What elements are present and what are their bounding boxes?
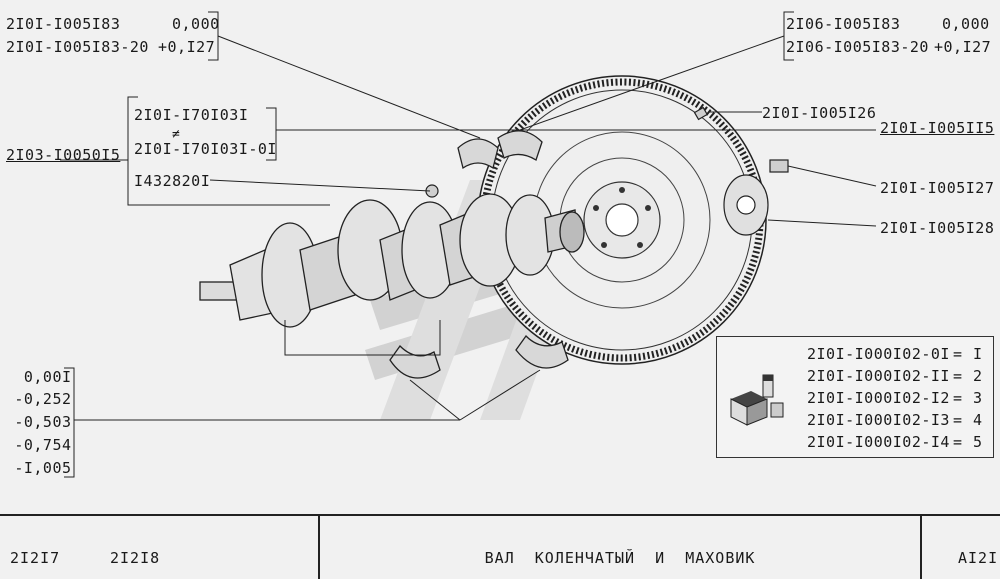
small-parts bbox=[425, 106, 789, 236]
bearing-kit-box-icon bbox=[730, 374, 784, 426]
callout-bearing-upper-right-part-b: 2I06-I005I83-20 bbox=[786, 38, 929, 56]
kit-part: 2I0I-I000I02-0I bbox=[807, 345, 950, 363]
kit-equals: = bbox=[953, 345, 963, 363]
bearing-shells-lower bbox=[389, 334, 569, 379]
callout-nut: I432820I bbox=[134, 172, 211, 190]
callout-bearing-upper-left-part-a: 2I0I-I005I83 bbox=[6, 15, 121, 33]
flywheel-drawing bbox=[477, 75, 767, 365]
callout-bolt: 2I0I-I005I27 bbox=[880, 179, 995, 197]
callout-washer: 2I0I-I005I28 bbox=[880, 219, 995, 237]
title-block-code: AI2I bbox=[922, 516, 1000, 579]
kit-equals: = bbox=[953, 367, 963, 385]
kit-part: 2I0I-I000I02-I2 bbox=[807, 389, 950, 407]
size-value: -0,50 bbox=[14, 413, 62, 431]
size-number: 3 bbox=[62, 413, 72, 431]
size-value: -0,25 bbox=[14, 390, 62, 408]
callout-bearing-upper-right-value-a: 0,000 bbox=[942, 15, 990, 33]
title-block: 2I2I7 2I2I8 ВАЛ КОЛЕНЧАТЫЙ И МАХОВИК AI2… bbox=[0, 514, 1000, 579]
callout-seal-part-a: 2I0I-I70I03I bbox=[134, 106, 249, 124]
size-number: I bbox=[62, 368, 72, 386]
callout-assembly: 2I03-I0050I5 bbox=[6, 146, 121, 164]
callout-seal-separator: ≠ bbox=[172, 127, 181, 142]
kit-part: 2I0I-I000I02-I3 bbox=[807, 411, 950, 429]
callout-bearing-upper-left-part-b: 2I0I-I005I83-20 bbox=[6, 38, 149, 56]
callout-bearing-upper-right-value-b: +0,I27 bbox=[934, 38, 992, 56]
size-value: 0,00 bbox=[23, 368, 62, 386]
callout-flywheel: 2I0I-I005II5 bbox=[880, 119, 995, 137]
kit-part: 2I0I-I000I02-II bbox=[807, 367, 950, 385]
callout-bearing-upper-left-value-a: 0,000 bbox=[172, 15, 220, 33]
kit-number: I bbox=[973, 345, 983, 363]
kit-equals: = bbox=[953, 389, 963, 407]
model-number: 2I2I8 bbox=[110, 549, 161, 567]
callout-seal-part-b: 2I0I-I70I03I-0I bbox=[134, 140, 277, 158]
repair-kit-table: 2I0I-I000I02-0I = I 2I0I-I000I02-II = 2 … bbox=[716, 336, 994, 458]
kit-equals: = bbox=[953, 411, 963, 429]
size-number: 4 bbox=[62, 436, 72, 454]
exploded-diagram bbox=[60, 11, 877, 478]
kit-number: 5 bbox=[973, 433, 983, 451]
size-number: 2 bbox=[62, 390, 72, 408]
kit-number: 3 bbox=[973, 389, 983, 407]
model-number: 2I2I7 bbox=[10, 549, 61, 567]
leader-lines bbox=[60, 11, 877, 478]
kit-number: 2 bbox=[973, 367, 983, 385]
callout-bearing-upper-left-value-b: +0,I27 bbox=[158, 38, 216, 56]
page-code: AI2I bbox=[958, 549, 999, 567]
size-value: -I,00 bbox=[14, 459, 62, 477]
size-value: -0,75 bbox=[14, 436, 62, 454]
title-block-models: 2I2I7 2I2I8 bbox=[0, 516, 320, 579]
page-title: ВАЛ КОЛЕНЧАТЫЙ И МАХОВИК bbox=[484, 549, 756, 567]
title-block-title: ВАЛ КОЛЕНЧАТЫЙ И МАХОВИК bbox=[320, 516, 922, 579]
kit-number: 4 bbox=[973, 411, 983, 429]
size-number: 5 bbox=[62, 459, 72, 477]
crankshaft-drawing bbox=[199, 193, 585, 328]
kit-part: 2I0I-I000I02-I4 bbox=[807, 433, 950, 451]
callout-pin: 2I0I-I005I26 bbox=[762, 104, 877, 122]
kit-equals: = bbox=[953, 433, 963, 451]
callout-bearing-upper-right-part-a: 2I06-I005I83 bbox=[786, 15, 901, 33]
bearing-shells-upper bbox=[457, 130, 543, 170]
